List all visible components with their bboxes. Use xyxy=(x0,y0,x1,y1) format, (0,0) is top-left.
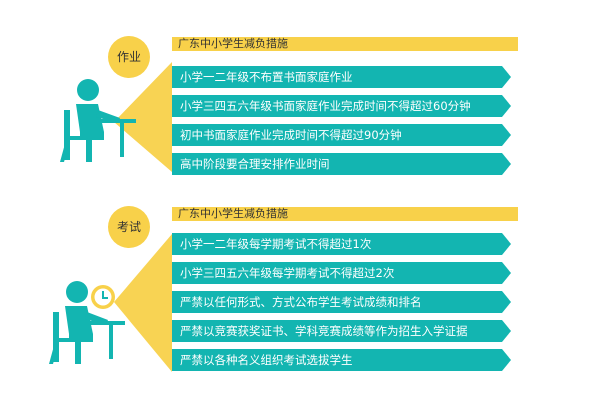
list-item: 小学一二年级每学期考试不得超过1次 xyxy=(172,233,511,255)
section-label-homework: 作业 xyxy=(108,36,150,78)
list-item: 严禁以任何形式、方式公布学生考试成绩和排名 xyxy=(172,291,511,313)
student-exam-icon xyxy=(49,281,125,364)
student-writing-icon xyxy=(60,79,136,162)
list-item: 初中书面家庭作业完成时间不得超过90分钟 xyxy=(172,124,511,146)
list-item: 小学一二年级不布置书面家庭作业 xyxy=(172,66,511,88)
list-item: 严禁以各种名义组织考试选拔学生 xyxy=(172,349,511,371)
list-item: 小学三四五六年级每学期考试不得超过2次 xyxy=(172,262,511,284)
section-header: 广东中小学生减负措施 xyxy=(172,37,518,51)
section-label-exam: 考试 xyxy=(108,206,150,248)
list-item: 高中阶段要合理安排作业时间 xyxy=(172,153,511,175)
list-item: 小学三四五六年级书面家庭作业完成时间不得超过60分钟 xyxy=(172,95,511,117)
list-item: 严禁以竞赛获奖证书、学科竞赛成绩等作为招生入学证据 xyxy=(172,320,511,342)
section-header: 广东中小学生减负措施 xyxy=(172,207,518,221)
clock-icon xyxy=(91,285,115,309)
